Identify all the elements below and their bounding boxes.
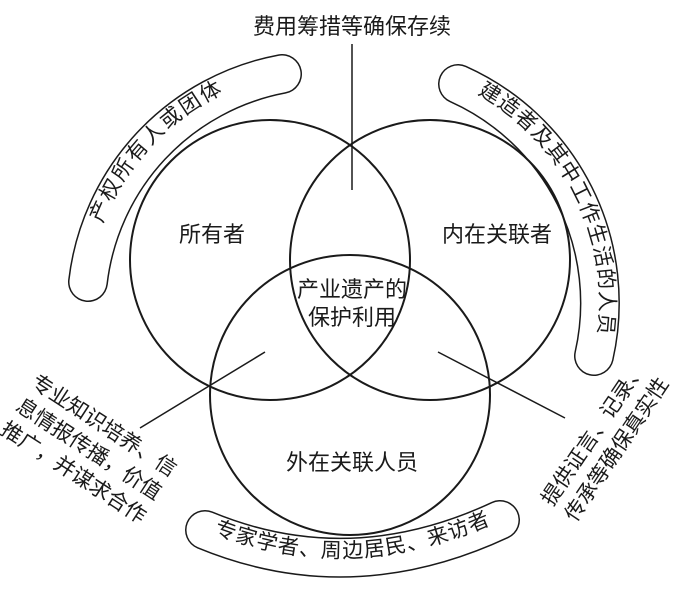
label-internal: 内在关联者 — [442, 223, 552, 248]
label-external: 外在关联人员 — [286, 451, 418, 476]
label-center-line2: 保护利用 — [308, 306, 396, 331]
connector-right — [437, 351, 566, 419]
circle-owners — [129, 119, 411, 401]
circle-internal — [289, 119, 571, 401]
band-bottom-fill — [186, 501, 519, 577]
circle-external — [209, 254, 491, 536]
side-label-right: 提供证言、记录、 传承等确保真实性 — [537, 357, 674, 525]
band-top-left-fill — [69, 55, 301, 301]
band-top-right-fill — [439, 65, 619, 375]
connector-left — [139, 351, 266, 429]
top-label: 费用筹措等确保存续 — [253, 15, 451, 40]
label-center-line1: 产业遗产的 — [297, 278, 407, 303]
side-label-left: 专业知识培养、信 息情报传播，价值 推广，并谋求合作 — [0, 370, 181, 529]
label-owners: 所有者 — [179, 223, 245, 248]
